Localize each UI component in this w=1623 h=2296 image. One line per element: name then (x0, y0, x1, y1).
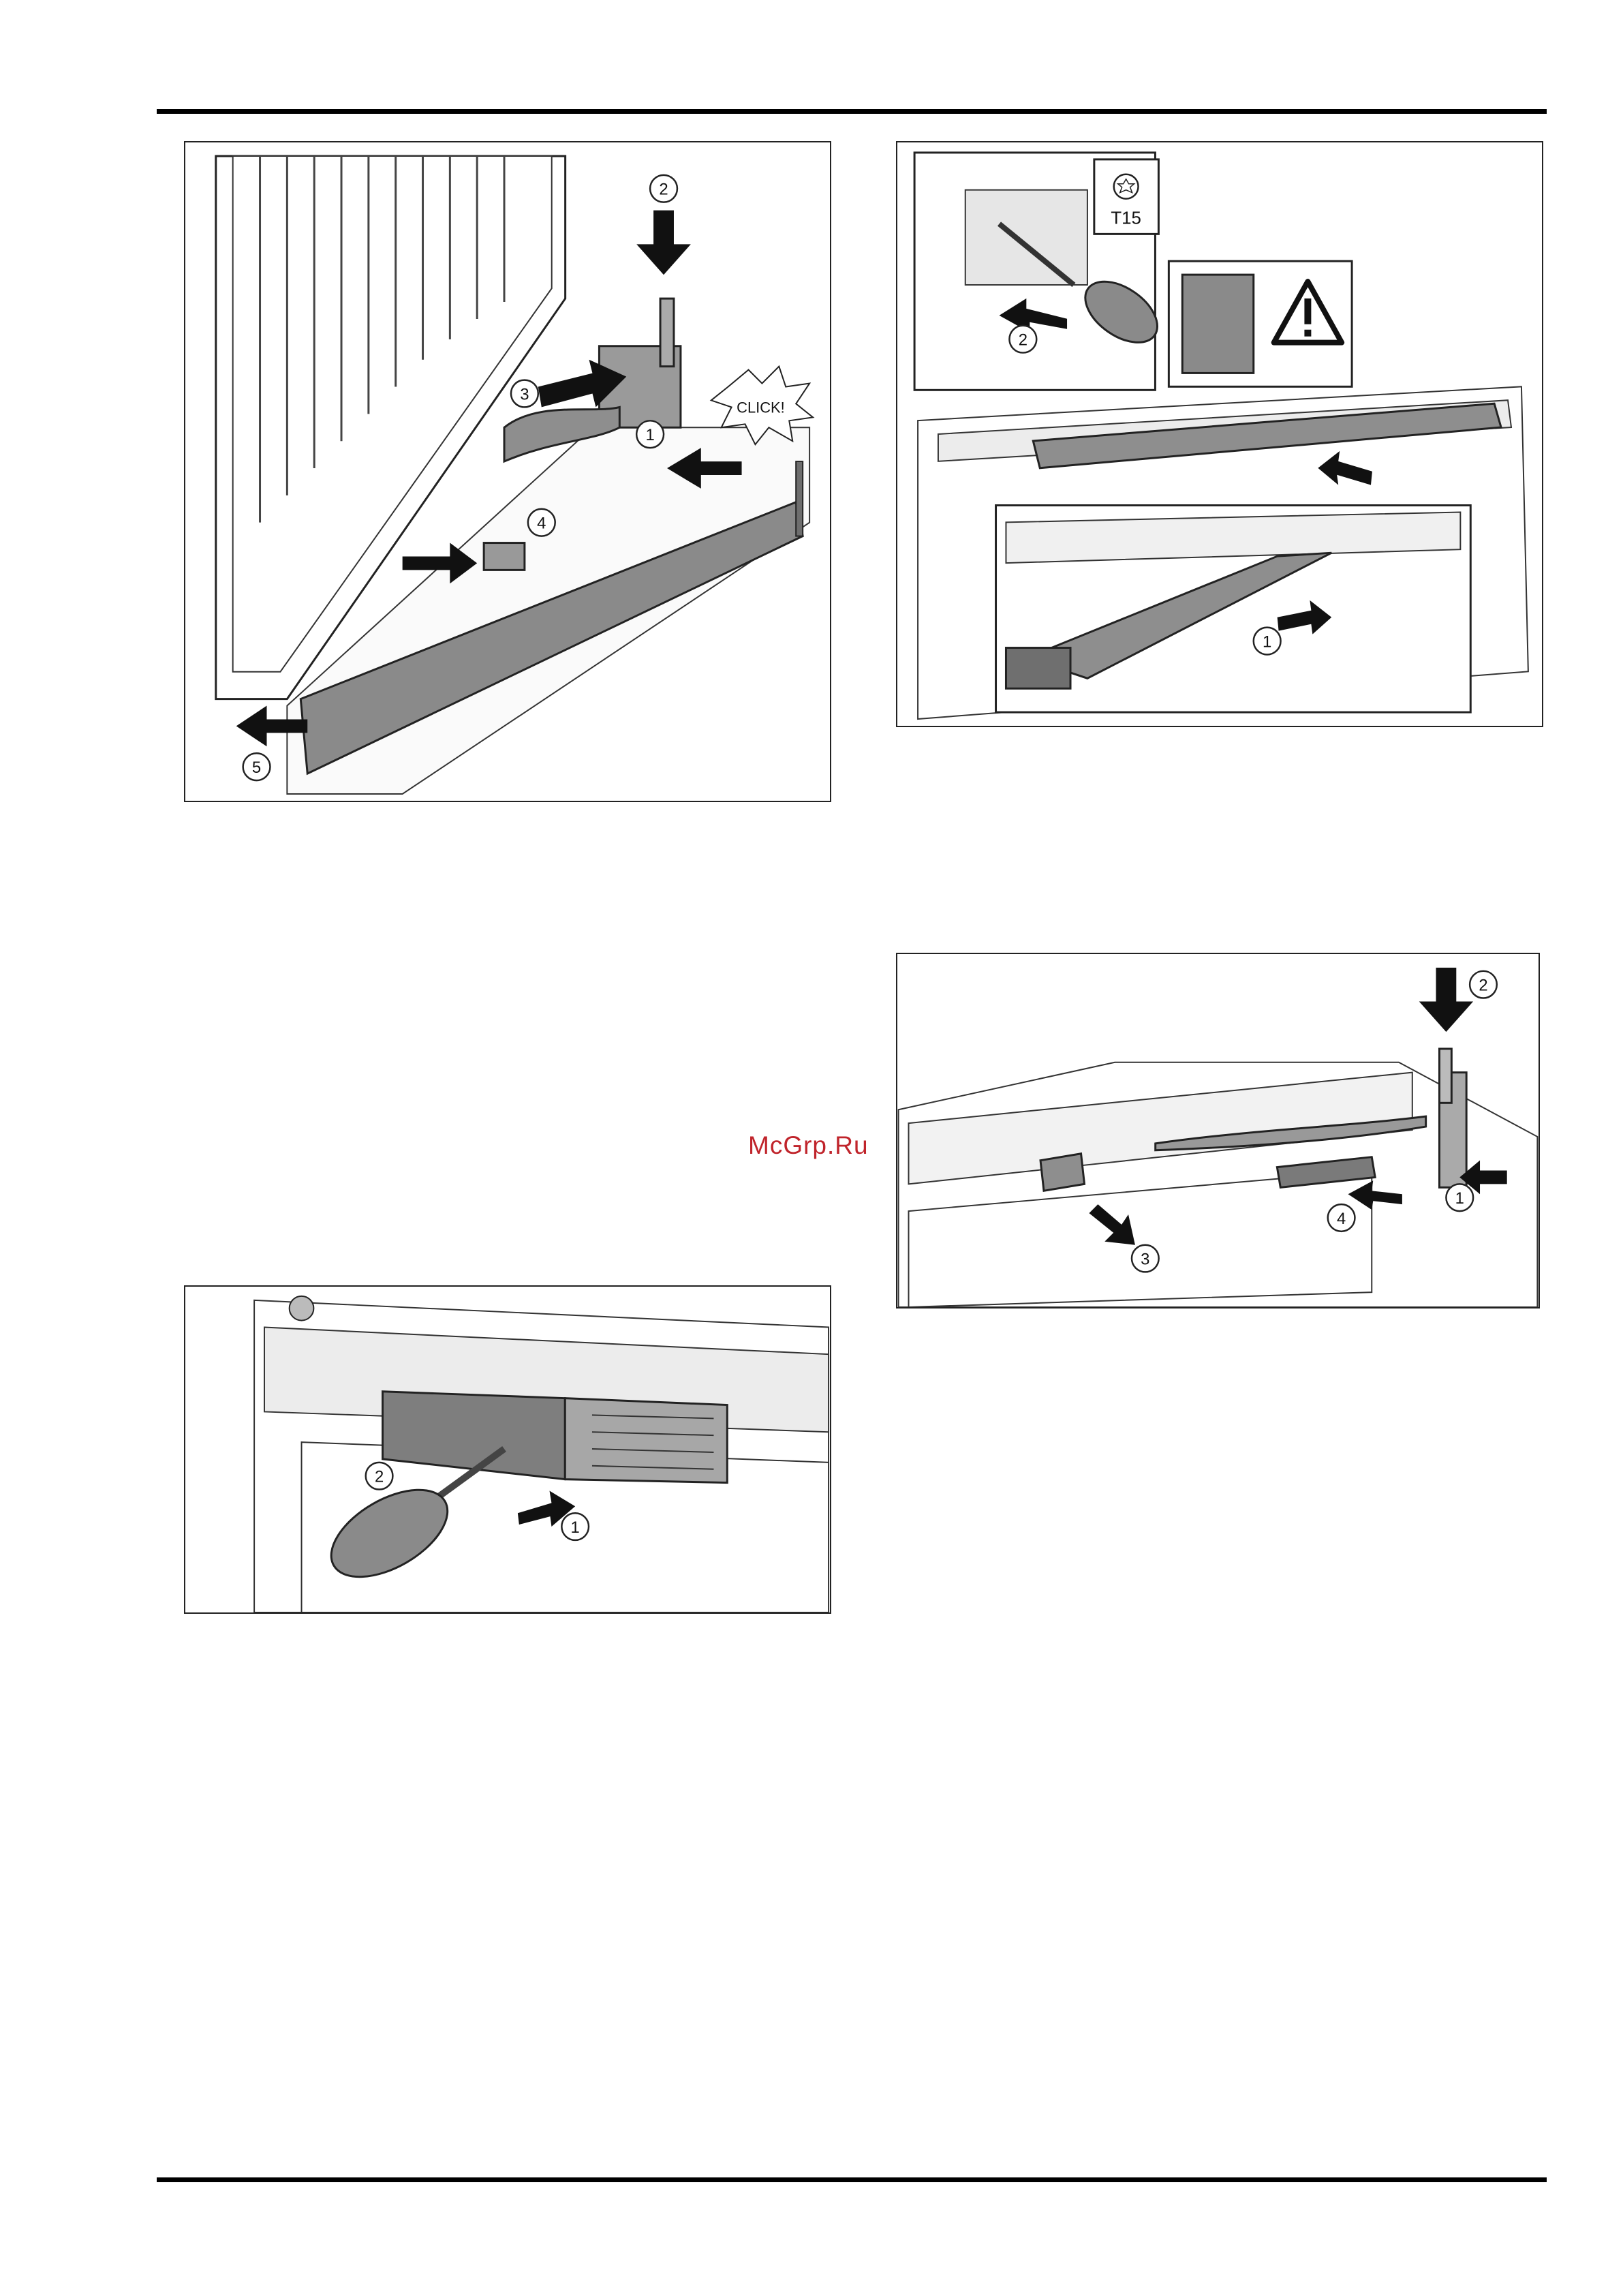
figure-top-rail: 2 1 T15 (896, 141, 1543, 727)
callout-2: 2 (659, 181, 668, 199)
callout-1: 1 (645, 426, 654, 444)
figure-hinge-assembly: 2 3 1 4 5 CLICK! (184, 141, 831, 802)
header-rule (157, 109, 1547, 114)
callout-1: 1 (1455, 1189, 1464, 1208)
callout-1: 1 (571, 1518, 580, 1537)
callout-5: 5 (252, 759, 261, 777)
watermark: McGrp.Ru (748, 1131, 869, 1160)
tool-label: T15 (1111, 209, 1141, 228)
callout-4: 4 (537, 515, 546, 533)
callout-4: 4 (1337, 1210, 1346, 1228)
bracket-screw-illustration: 1 2 (185, 1287, 830, 1612)
callout-2: 2 (1019, 331, 1027, 350)
footer-rule (157, 2177, 1547, 2182)
figure-bracket-screw: 1 2 (184, 1285, 831, 1614)
callout-3: 3 (1141, 1250, 1149, 1268)
click-label: CLICK! (737, 399, 785, 416)
callout-2: 2 (1479, 977, 1487, 995)
top-rail-illustration: 2 1 T15 (897, 142, 1542, 726)
torx-icon (1114, 174, 1139, 199)
hinge-assembly-illustration: 2 3 1 4 5 CLICK! (185, 142, 830, 801)
callout-1: 1 (1263, 633, 1271, 652)
callout-2: 2 (375, 1468, 384, 1486)
callout-3: 3 (520, 385, 529, 403)
ventilation-clip-illustration: 2 1 3 4 (897, 954, 1539, 1307)
figure-ventilation-clip: 2 1 3 4 (896, 953, 1540, 1308)
